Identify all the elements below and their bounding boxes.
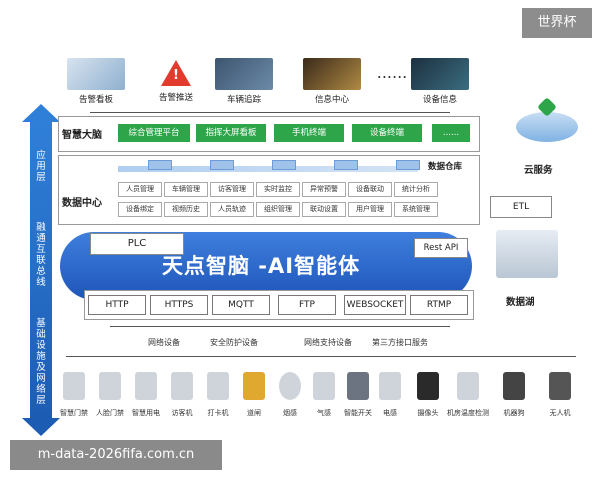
brain-button-more: ......: [432, 124, 470, 142]
device-item: 打卡机: [196, 372, 240, 418]
time-clock-icon: [207, 372, 229, 400]
device-item: 人脸门禁: [88, 372, 132, 418]
protocol-https: HTTPS: [150, 295, 208, 315]
gas-detector-icon: [313, 372, 335, 400]
warning-icon: !: [161, 60, 191, 86]
data-cell: 人员管理: [118, 182, 162, 197]
data-cell: 联动设置: [302, 202, 346, 217]
ai-core-title: 天点智脑 -AI智能体: [162, 254, 361, 278]
protocol-http: HTTP: [88, 295, 146, 315]
top-output-alarm-push: ! 告警推送: [144, 58, 208, 108]
device-item: 电感: [368, 372, 412, 418]
data-cube-icon: [334, 160, 358, 170]
brain-button-screen: 指挥大屏看板: [196, 124, 266, 142]
data-cell: 组织管理: [256, 202, 300, 217]
data-cube-icon: [396, 160, 420, 170]
layer-label-infrastructure: 基础设施及网络层: [36, 318, 46, 406]
data-lake-label: 数据湖: [506, 297, 535, 308]
device-item: 机器狗: [492, 372, 536, 418]
watermark-bottom-left: m-data-2026fifa.com.cn: [10, 440, 222, 470]
protocol-rtmp: RTMP: [410, 295, 468, 315]
watermark-top-right: 世界杯: [522, 8, 592, 38]
info-center-photo-icon: [303, 58, 361, 90]
layer-label-bus: 融通互联总线: [36, 222, 46, 288]
data-cube-icon: [148, 160, 172, 170]
data-cell: 用户管理: [348, 202, 392, 217]
top-output-dashboard: 告警看板: [64, 58, 128, 108]
data-cell: 系统管理: [394, 202, 438, 217]
layer-bar-arrow-down: [22, 418, 60, 436]
device-item: 智慧用电: [124, 372, 168, 418]
device-item: 气感: [302, 372, 346, 418]
layer-label-application: 应用层: [36, 150, 46, 183]
device-item: 访客机: [160, 372, 204, 418]
device-item: 机房温度检测: [446, 372, 490, 418]
electric-sensor-icon: [379, 372, 401, 400]
data-cell: 访客管理: [210, 182, 254, 197]
device-item: 摄像头: [406, 372, 450, 418]
cloud-icon: [516, 112, 578, 142]
data-lake-server-icon: [496, 230, 558, 278]
category-security-devices: 安全防护设备: [210, 338, 258, 347]
etl-box: ETL: [490, 196, 552, 218]
device-item: 无人机: [538, 372, 582, 418]
cloud-service-graphic: [516, 97, 578, 144]
top-connector-line: [90, 112, 450, 113]
device-item: 道闸: [232, 372, 276, 418]
vehicle-photo-icon: [215, 58, 273, 90]
data-cell: 设备联动: [348, 182, 392, 197]
data-layer-band: [118, 166, 418, 172]
device-item: 智慧门禁: [52, 372, 96, 418]
layer-bar-arrow-up: [22, 104, 60, 122]
top-output-vehicle-tracking: 车辆追踪: [212, 58, 276, 108]
top-output-more: ......: [376, 63, 408, 82]
category-network-devices: 网络设备: [148, 338, 180, 347]
data-cell: 车辆管理: [164, 182, 208, 197]
device-connector-line: [66, 356, 576, 357]
category-network-support: 网络支持设备: [304, 338, 352, 347]
brain-button-platform: 综合管理平台: [118, 124, 190, 142]
dashboard-screenshot-icon: [67, 58, 125, 90]
smart-switch-icon: [347, 372, 369, 400]
brain-button-device: 设备终端: [352, 124, 422, 142]
access-control-icon: [63, 372, 85, 400]
data-cell: 人员轨迹: [210, 202, 254, 217]
data-warehouse-label: 数据仓库: [428, 162, 463, 172]
robot-dog-icon: [503, 372, 525, 400]
data-cell: 视频历史: [164, 202, 208, 217]
category-third-party: 第三方接口服务: [372, 338, 428, 347]
data-cell: 异常预警: [302, 182, 346, 197]
plc-box: PLC: [90, 233, 184, 255]
protocol-ftp: FTP: [278, 295, 336, 315]
power-meter-icon: [135, 372, 157, 400]
data-cell: 设备绑定: [118, 202, 162, 217]
device-item: 智能开关: [336, 372, 380, 418]
rest-api-box: Rest API: [414, 238, 468, 258]
smoke-detector-icon: [279, 372, 301, 400]
smart-brain-label: 智慧大脑: [62, 130, 102, 141]
top-output-device-info: 设备信息: [408, 58, 472, 108]
camera-icon: [417, 372, 439, 400]
category-connector-line: [110, 326, 450, 327]
data-cell: 统计分析: [394, 182, 438, 197]
data-cell: 实时监控: [256, 182, 300, 197]
layer-bar: [30, 120, 52, 420]
data-cube-icon: [272, 160, 296, 170]
protocol-websocket: WEBSOCKET: [344, 295, 406, 315]
device-info-screenshot-icon: [411, 58, 469, 90]
device-item: 烟感: [268, 372, 312, 418]
barrier-gate-icon: [243, 372, 265, 400]
brain-button-mobile: 手机终端: [274, 124, 344, 142]
drone-icon: [549, 372, 571, 400]
data-cube-icon: [210, 160, 234, 170]
thermometer-icon: [457, 372, 479, 400]
face-gate-icon: [99, 372, 121, 400]
data-center-label: 数据中心: [62, 198, 102, 209]
cloud-service-label: 云服务: [524, 165, 553, 176]
top-output-info-center: 信息中心: [300, 58, 364, 108]
visitor-kiosk-icon: [171, 372, 193, 400]
protocol-mqtt: MQTT: [212, 295, 270, 315]
